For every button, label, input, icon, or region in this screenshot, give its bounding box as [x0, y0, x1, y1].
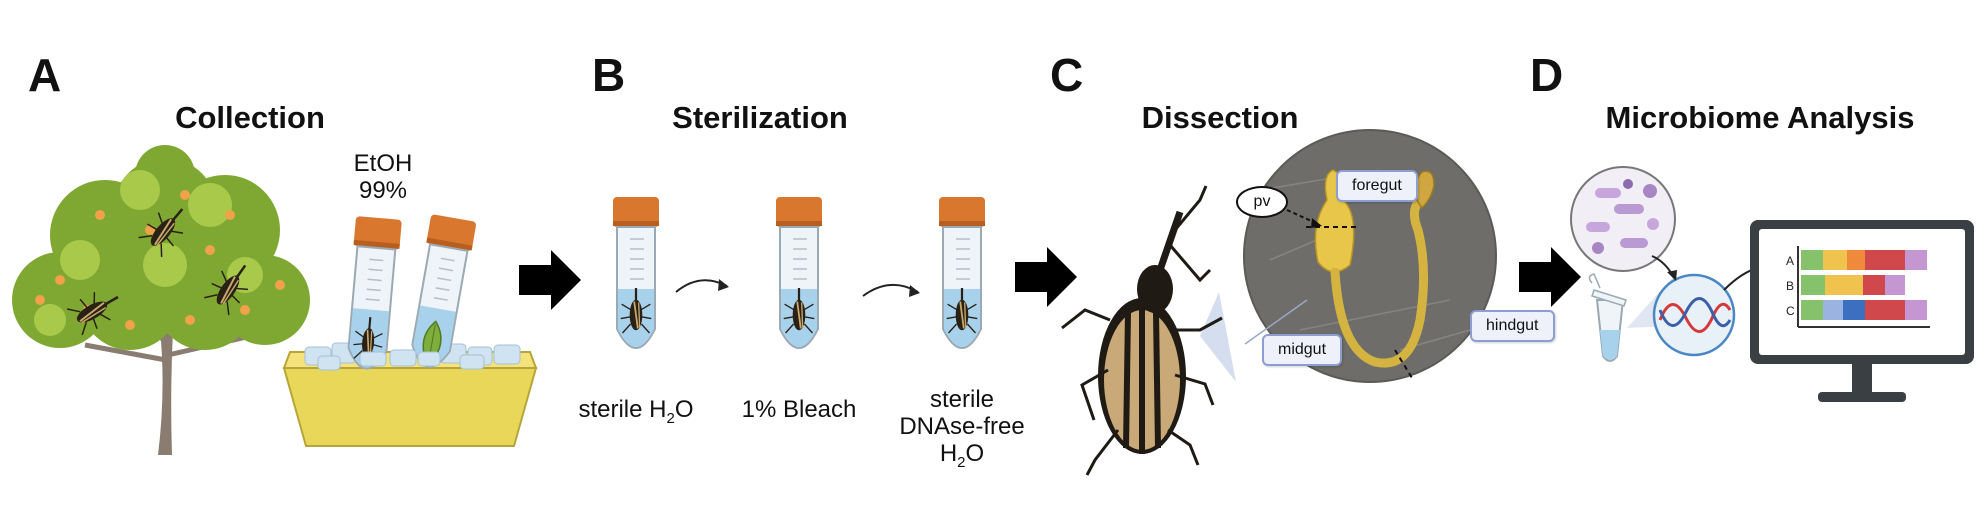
foregut-label: foregut: [1336, 170, 1418, 202]
dnase-o: O: [965, 440, 985, 467]
stacked-bar-b: [1801, 275, 1905, 295]
gut-photo: [1243, 129, 1497, 383]
etoh-label-line2: 99%: [358, 177, 408, 204]
transfer-arrow-2: [862, 284, 920, 297]
stacked-bar-a: [1801, 250, 1927, 270]
tube-bleach: [775, 196, 823, 349]
transfer-arrow-1: [675, 279, 729, 293]
step-arrow-a-to-b: [519, 250, 581, 310]
step-arrow-b-to-c: [1015, 247, 1077, 307]
panel-title-collection: Collection: [175, 100, 325, 135]
tube-dnase-free-water: [938, 196, 986, 349]
bleach-label: 1% Bleach: [741, 396, 857, 423]
row-label-c: C: [1786, 304, 1795, 318]
panel-title-dissection: Dissection: [1141, 100, 1299, 135]
panel-letter-a: A: [28, 49, 62, 101]
computer-monitor: [1750, 220, 1974, 402]
sterile-water-subscript: 2: [666, 409, 675, 427]
panel-title-microbiome-analysis: Microbiome Analysis: [1605, 100, 1915, 135]
dnase-line2: DNAse-free: [899, 413, 1025, 440]
citrus-tree: [12, 145, 310, 455]
stacked-bar-c: [1801, 300, 1927, 320]
dnase-h: H: [939, 440, 958, 467]
panel-letter-b: B: [592, 49, 626, 101]
panel-title-sterilization: Sterilization: [672, 100, 848, 135]
tube-sterile-water: [612, 196, 660, 349]
row-label-b: B: [1786, 279, 1794, 293]
dnase-subscript: 2: [957, 453, 966, 471]
etoh-label-line1: EtOH: [353, 150, 413, 177]
microtube: [1588, 273, 1627, 362]
magnify-cone: [1200, 292, 1236, 382]
weevil-large: [1061, 185, 1223, 476]
pv-label: pv: [1236, 186, 1288, 218]
dnase-line1: sterile: [929, 386, 995, 413]
bacteria-circle: [1570, 166, 1676, 272]
dna-circle: [1627, 255, 1761, 357]
hindgut-label: hindgut: [1470, 310, 1555, 342]
etoh-label: EtOH 99%: [353, 150, 413, 204]
row-label-a: A: [1786, 254, 1794, 268]
sterile-water-text: sterile H: [578, 396, 667, 423]
sterile-water-o: O: [674, 396, 694, 423]
ice-tray: [282, 342, 538, 447]
ice-cubes-front: [359, 349, 441, 367]
midgut-label: midgut: [1262, 334, 1343, 366]
panel-letter-c: C: [1050, 49, 1084, 101]
dnase-free-water-label: sterile DNAse-free H2O: [892, 386, 1032, 476]
panel-letter-d: D: [1530, 49, 1564, 101]
sterile-water-label: sterile H2O: [576, 396, 696, 432]
etoh-tube-weevil: [341, 214, 403, 372]
step-arrow-c-to-d: [1519, 247, 1581, 307]
